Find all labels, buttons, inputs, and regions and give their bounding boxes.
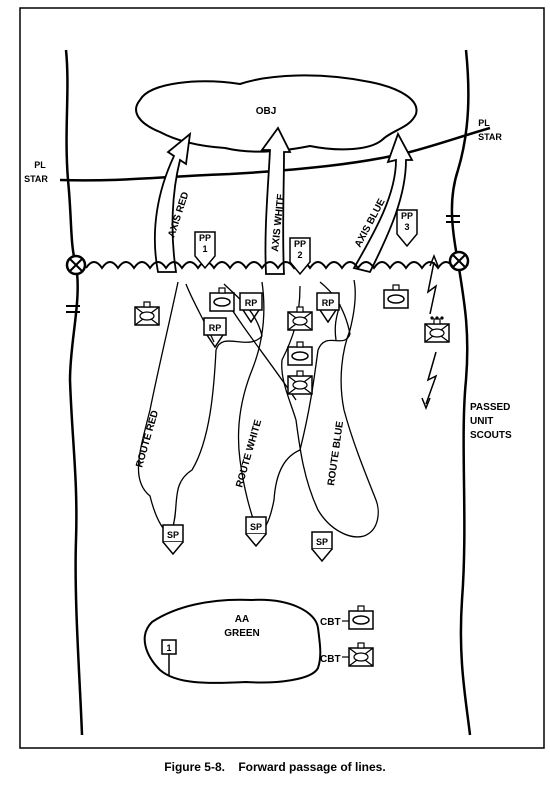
pp2-label-2: 2	[297, 250, 302, 260]
armor-unit-right-icon	[383, 284, 409, 309]
rp-a-label: RP	[245, 298, 258, 308]
mech-unit-center-icon	[287, 306, 313, 331]
sp-white-label: SP	[250, 522, 262, 532]
figure-frame	[19, 7, 545, 749]
rp-c-label: RP	[209, 323, 222, 333]
phase-line-left-label-2: STAR	[24, 174, 48, 184]
mech-unit-left-icon	[134, 301, 160, 326]
route-white-inner-line	[225, 299, 297, 401]
mech-unit-lower-icon	[287, 370, 313, 395]
passed-unit-scouts-label-1: PASSED	[470, 402, 510, 413]
cbt-label-top: CBT	[320, 617, 341, 628]
passed-unit-scouts-label-3: SCOUTS	[470, 430, 512, 441]
armor-unit-b-icon	[287, 341, 313, 366]
assembly-area-green	[143, 598, 322, 684]
armor-unit-a-icon	[209, 287, 235, 312]
pp1-label-2: 1	[202, 244, 207, 254]
route-red-corridor	[137, 281, 263, 533]
route-blue-corridor	[281, 279, 379, 538]
assembly-area-label-2: GREEN	[224, 628, 260, 639]
route-red-inner-line	[185, 283, 215, 343]
route-blue-label: ROUTE BLUE	[326, 420, 346, 486]
phase-line-right-label-2: STAR	[478, 132, 502, 142]
assembly-area-label-1: AA	[235, 614, 249, 625]
phase-line-left-label-1: PL	[34, 160, 46, 170]
pp3-label-1: PP	[401, 211, 413, 221]
scout-unit-icon	[424, 316, 450, 343]
phase-line-star	[59, 126, 491, 182]
sp-blue-label: SP	[316, 537, 328, 547]
right-boundary-break-icon	[446, 215, 460, 223]
pp1-label-1: PP	[199, 233, 211, 243]
axis-blue-arrow	[352, 131, 414, 274]
forward-line-scalloped	[85, 261, 455, 270]
cbt-armor-unit-icon	[348, 605, 374, 630]
axis-red-arrow	[153, 131, 192, 273]
route-white-corridor	[237, 281, 351, 531]
phase-line-right-label-1: PL	[478, 118, 490, 128]
figure-caption: Figure 5-8. Forward passage of lines.	[164, 760, 386, 774]
cbt-label-bottom: CBT	[320, 654, 341, 665]
axis-white-arrow	[260, 126, 292, 275]
left-boundary-line	[64, 49, 84, 736]
rp-b-label: RP	[322, 298, 335, 308]
right-contact-point-icon	[448, 250, 470, 272]
unit-1-icon	[161, 639, 177, 676]
unit-1-label: 1	[166, 643, 171, 653]
cbt-mech-unit-icon	[348, 642, 374, 667]
passed-unit-scouts-label-2: UNIT	[470, 416, 493, 427]
left-boundary-break-icon	[66, 305, 80, 313]
right-boundary-line	[450, 49, 472, 736]
pp3-label-2: 3	[404, 222, 409, 232]
scout-movement-arrow-icon	[421, 253, 439, 411]
pp2-label-1: PP	[294, 239, 306, 249]
left-contact-point-icon	[65, 254, 87, 276]
sp-red-label: SP	[167, 530, 179, 540]
route-red-label: ROUTE RED	[134, 409, 161, 469]
objective-label: OBJ	[256, 106, 277, 117]
